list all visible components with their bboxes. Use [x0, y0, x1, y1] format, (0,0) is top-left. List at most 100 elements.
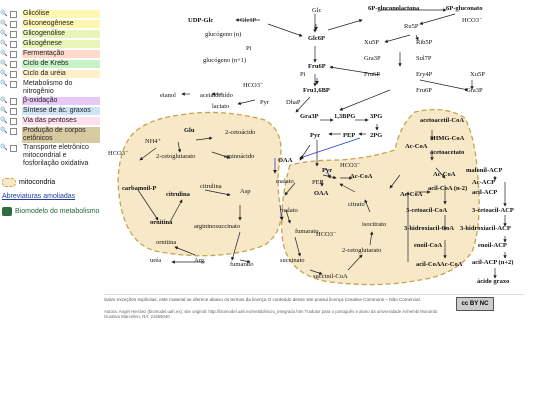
- succinilcoa-label: succinil-CoA: [313, 273, 348, 280]
- magnifier-icon[interactable]: 🔍: [0, 31, 8, 37]
- legend-item-label: Ciclo da uréia: [22, 70, 100, 78]
- gluconato-label: 6P-gluconato: [446, 5, 482, 12]
- glicogenio-n-label: glucógeno (n): [205, 31, 241, 38]
- pyr-label: Pyr: [310, 132, 320, 139]
- acetaldeido-label: acetaldehído: [200, 92, 233, 99]
- legend-item[interactable]: 🔍 Glicogenólise: [0, 30, 100, 40]
- license-text: Salvo exceções explícitas, este material…: [104, 297, 421, 302]
- acilacp-label: acil-ACP: [472, 189, 497, 196]
- legend-item-label: Transporte eletrônico mitocondrial e fos…: [22, 144, 100, 168]
- citrulina-b-label: citrulina: [200, 183, 222, 190]
- legend-checkbox[interactable]: [10, 128, 17, 135]
- legend-checkbox[interactable]: [10, 98, 17, 105]
- asp-label: Asp: [240, 188, 250, 195]
- arg-label: Arg: [194, 257, 205, 264]
- acilacp2-label: acil-ACP (n+2): [472, 259, 513, 266]
- footer-divider: [104, 294, 524, 295]
- magnifier-icon[interactable]: 🔍: [0, 81, 8, 87]
- legend-item[interactable]: 🔍 Ciclo da uréia: [0, 70, 100, 80]
- biomodel-icon: [2, 207, 12, 216]
- lactato-label: lactato: [212, 103, 229, 110]
- pi-label-1: Pi: [246, 45, 252, 52]
- legend-item-label: Glicogenólise: [22, 30, 100, 38]
- reaction-arrows: [137, 8, 507, 279]
- legend-item-controls: 🔍: [0, 30, 22, 38]
- legend-item-label: Via das pentoses: [22, 117, 100, 125]
- enoilacp-label: enoil-ACP: [478, 242, 507, 249]
- magnifier-icon[interactable]: 🔍: [0, 108, 8, 114]
- magnifier-icon[interactable]: 🔍: [0, 145, 8, 151]
- legend-checkbox[interactable]: [10, 21, 17, 28]
- fru16bp-label: Fru1,6BP: [303, 87, 330, 94]
- isocitrato-label: isocitrato: [362, 221, 386, 228]
- legend-item-controls: 🔍: [0, 50, 22, 58]
- legend-checkbox[interactable]: [10, 108, 17, 115]
- legend-checkbox[interactable]: [10, 71, 17, 78]
- glc-label: Glc: [312, 7, 322, 14]
- legend-checkbox[interactable]: [10, 31, 17, 38]
- creative-commons-badge[interactable]: cc BY NC: [456, 297, 494, 311]
- magnifier-icon[interactable]: 🔍: [0, 41, 8, 47]
- magnifier-icon[interactable]: 🔍: [0, 118, 8, 124]
- ornitina-b-label: ornitina: [156, 239, 176, 246]
- legend-item-label: Produção de corpos cetônicos: [22, 127, 100, 143]
- hco3-a-label: HCO3⁻: [243, 82, 264, 89]
- cetoglutarato-a-label: 2-cetoglutarato: [156, 153, 195, 160]
- legend-item[interactable]: 🔍Glicogênese: [0, 40, 100, 50]
- pg3-label: 3PG: [370, 113, 382, 120]
- legend-item-controls: 🔍: [0, 80, 22, 88]
- legend-item-label: Síntese de ác. graxos: [22, 107, 100, 115]
- credits-text: Autora: Angel Herráez (biomodel.uah.es);…: [104, 309, 439, 319]
- legend-item[interactable]: 🔍 Produção de corpos cetônicos: [0, 127, 100, 144]
- legend-checkbox[interactable]: [10, 145, 17, 152]
- legend-checkbox[interactable]: [10, 41, 17, 48]
- magnifier-icon[interactable]: 🔍: [0, 128, 8, 134]
- abbreviations-link[interactable]: Abreviaturas amoliadas: [2, 193, 76, 200]
- nh4-label: NH4⁺: [145, 138, 162, 145]
- magnifier-icon[interactable]: 🔍: [0, 71, 8, 77]
- hco3-d-label: HCO3⁻: [316, 231, 337, 238]
- legend-item[interactable]: 🔍Fermentação: [0, 50, 100, 60]
- fumarato-b-label: fumarato: [230, 261, 253, 268]
- legend-checkbox[interactable]: [10, 118, 17, 125]
- hidroxiacilcoa-label: 3-hidroxiacil-CoA: [404, 225, 454, 232]
- biomodel-link[interactable]: Biomodelo do metabolismo: [2, 207, 99, 216]
- udp-glc-label: UDP-Glc: [188, 17, 213, 24]
- magnifier-icon[interactable]: 🔍: [0, 51, 8, 57]
- dhap-label: DhaP: [286, 99, 301, 106]
- legend-item[interactable]: 🔍Gliconeogênese: [0, 20, 100, 30]
- citrulina-label: citrulina: [166, 191, 191, 198]
- legend-checkbox[interactable]: [10, 51, 17, 58]
- legend-item-label: Metabolismo do nitrogênio: [22, 80, 100, 96]
- magnifier-icon[interactable]: 🔍: [0, 61, 8, 67]
- legend-item[interactable]: 🔍β-oxidação: [0, 97, 100, 107]
- legend-item-controls: 🔍: [0, 40, 22, 48]
- oaa-label: OAA: [278, 157, 293, 164]
- legend-item-controls: 🔍: [0, 97, 22, 105]
- pep-label: PEP: [343, 132, 355, 139]
- legend-item[interactable]: 🔍Glicólise: [0, 10, 100, 20]
- cetoacilacp-label: 3-cetoacil-ACP: [472, 207, 514, 214]
- sul7p-label: Sul7P: [416, 55, 432, 62]
- magnifier-icon[interactable]: 🔍: [0, 11, 8, 17]
- legend-item[interactable]: 🔍 Metabolismo do nitrogênio: [0, 80, 100, 97]
- cetoacilcoa-label: 3-cetoacil-CoA: [406, 207, 447, 214]
- urea-label: uréa: [150, 257, 161, 264]
- accoa-k-label: Ac-CoA: [405, 143, 428, 150]
- license-footer: Salvo exceções explícitas, este material…: [104, 297, 524, 325]
- pyr-b-label: Pyr: [322, 167, 332, 174]
- legend-checkbox[interactable]: [10, 61, 17, 68]
- legend-item-label: Ciclo de Krebs: [22, 60, 100, 68]
- legend-item[interactable]: 🔍 Ciclo de Krebs: [0, 60, 100, 70]
- xu5p-b-label: Xu5P: [470, 71, 485, 78]
- xu5p-label: Xu5P: [364, 39, 379, 46]
- glu-label: Glu: [184, 127, 195, 134]
- legend-item-controls: 🔍: [0, 144, 22, 152]
- legend-checkbox[interactable]: [10, 81, 17, 88]
- legend-item[interactable]: 🔍 Síntese de ác. graxos: [0, 107, 100, 117]
- legend-item[interactable]: 🔍 Via das pentoses: [0, 117, 100, 127]
- magnifier-icon[interactable]: 🔍: [0, 98, 8, 104]
- magnifier-icon[interactable]: 🔍: [0, 21, 8, 27]
- legend-checkbox[interactable]: [10, 11, 17, 18]
- legend-item[interactable]: 🔍 Transporte eletrônico mitocondrial e fo…: [0, 144, 100, 170]
